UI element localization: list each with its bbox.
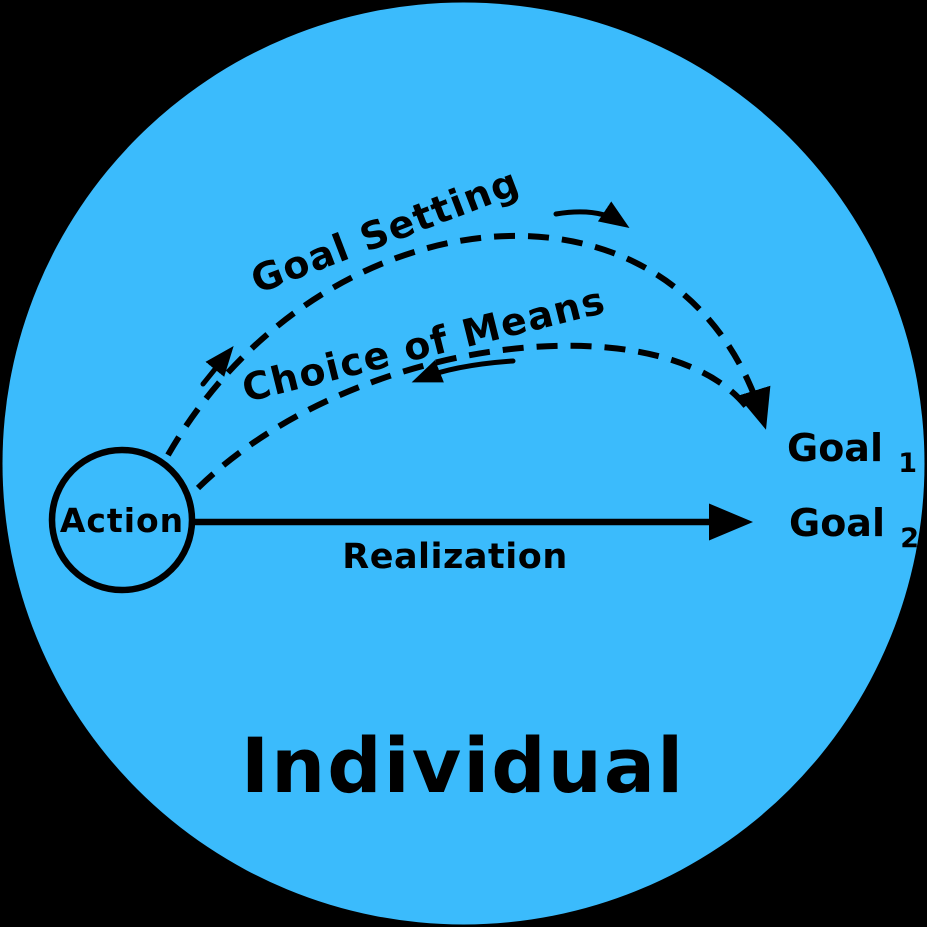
individual-caption: Individual [241,721,685,810]
goal-setting-arc [165,233,771,457]
action-circle [48,446,196,594]
goal1-subscript: 1 [898,448,917,479]
goal1-label: Goal 1 [787,426,917,479]
goal2-base: Goal [789,501,885,545]
top-direction-arrow [553,201,630,228]
realization-label: Realization [342,537,567,577]
goal-setting-direction-arrow [200,345,234,387]
goal2-label: Goal 2 [789,501,919,554]
action-label: Action [60,501,184,540]
means-return-arrow [411,358,516,383]
choice-of-means-arc [195,342,756,491]
goal1-base: Goal [787,426,883,470]
goal2-subscript: 2 [900,523,919,554]
